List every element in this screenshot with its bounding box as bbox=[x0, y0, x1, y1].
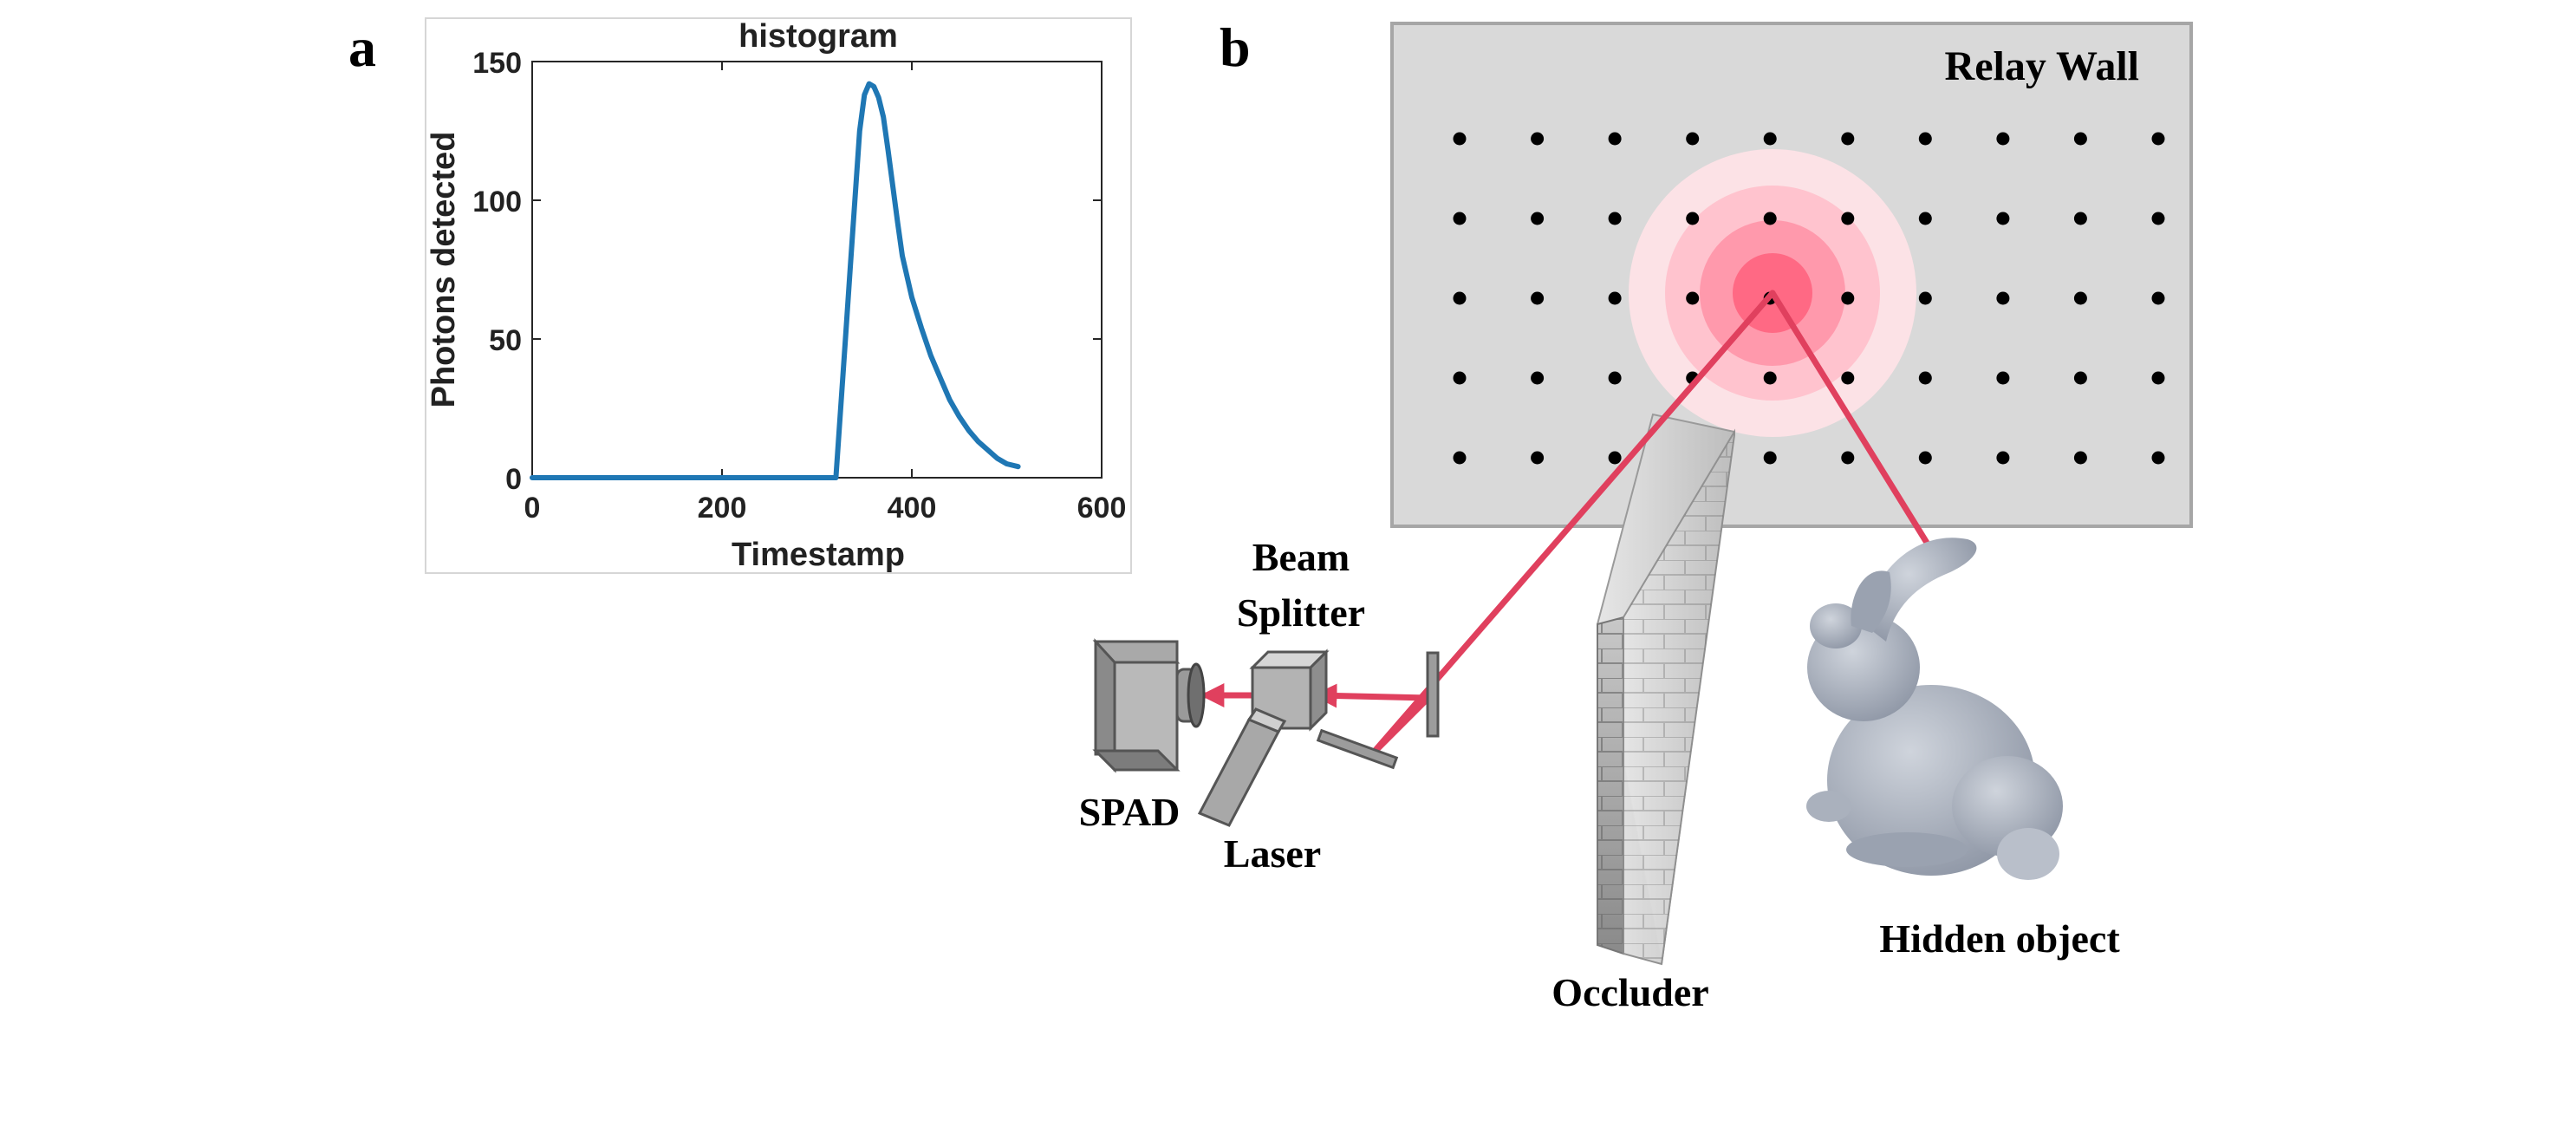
scan-point bbox=[1608, 132, 1622, 146]
panel-b: b Relay Wall bbox=[1079, 16, 2193, 1014]
scan-point bbox=[1608, 371, 1622, 385]
scan-point bbox=[2151, 132, 2165, 146]
x-axis-label: Timestamp bbox=[732, 537, 905, 573]
scan-point bbox=[1531, 132, 1545, 146]
mirror-upper bbox=[1426, 651, 1440, 738]
scan-point bbox=[1686, 291, 1700, 305]
scan-point bbox=[1918, 291, 1932, 305]
y-tick-label: 50 bbox=[489, 324, 522, 357]
spad-label: SPAD bbox=[1079, 790, 1181, 834]
scan-point bbox=[1918, 371, 1932, 385]
hidden-object-label: Hidden object bbox=[1879, 916, 2120, 961]
scan-point bbox=[1918, 132, 1932, 146]
scan-point bbox=[1686, 212, 1700, 225]
scan-point bbox=[1453, 451, 1467, 465]
histogram-series-line bbox=[530, 81, 1021, 480]
scan-point bbox=[2151, 451, 2165, 465]
scan-point bbox=[1608, 451, 1622, 465]
panel-a: a histogram 0 50 100 150 0 200 400 600 Timesta… bbox=[348, 16, 1132, 574]
chart-title: histogram bbox=[738, 18, 898, 55]
scan-point bbox=[1996, 212, 2010, 225]
panel-b-label: b bbox=[1220, 16, 1251, 78]
scan-point bbox=[1763, 451, 1777, 465]
x-tick-label: 600 bbox=[1077, 492, 1127, 525]
relay-wall bbox=[1390, 22, 2193, 528]
y-tick-label: 150 bbox=[472, 47, 522, 80]
x-axis-ticks: 0 200 400 600 bbox=[524, 62, 1127, 525]
relay-wall-label: Relay Wall bbox=[1945, 43, 2139, 89]
scan-point bbox=[1531, 451, 1545, 465]
scan-point bbox=[1453, 132, 1467, 146]
scan-point bbox=[1763, 371, 1777, 385]
scan-point bbox=[2151, 371, 2165, 385]
scan-point bbox=[1608, 212, 1622, 225]
occluder-wall bbox=[1596, 413, 1736, 966]
y-tick-label: 0 bbox=[505, 463, 522, 496]
plot-area bbox=[531, 61, 1103, 479]
y-axis-ticks: 0 50 100 150 bbox=[472, 47, 1102, 496]
beam-splitter-label-line1: Beam bbox=[1252, 535, 1350, 579]
scan-point bbox=[1996, 371, 2010, 385]
y-axis-label: Photons detected bbox=[426, 132, 462, 408]
scan-point bbox=[1996, 132, 2010, 146]
scan-point bbox=[2073, 132, 2087, 146]
panel-a-label: a bbox=[348, 16, 376, 78]
mirror-lower bbox=[1316, 728, 1399, 770]
scan-point bbox=[1763, 132, 1777, 146]
scan-point bbox=[1918, 212, 1932, 225]
scan-point bbox=[2073, 451, 2087, 465]
x-tick-label: 200 bbox=[698, 492, 747, 525]
beam-splitter-label-line2: Splitter bbox=[1237, 590, 1365, 635]
scan-point bbox=[1453, 212, 1467, 225]
spad-device bbox=[1092, 638, 1206, 773]
scan-point bbox=[2151, 291, 2165, 305]
laser-device bbox=[1197, 707, 1287, 827]
occluder-label: Occluder bbox=[1551, 970, 1708, 1014]
beam-wall-to-object bbox=[1769, 290, 1942, 564]
beam-splitter bbox=[1249, 648, 1330, 732]
y-tick-label: 100 bbox=[472, 186, 522, 218]
beam-mirror-to-mirror bbox=[1367, 694, 1432, 759]
scan-point bbox=[1531, 291, 1545, 305]
scanning-mirrors bbox=[1316, 651, 1440, 770]
scan-point bbox=[1996, 291, 2010, 305]
scan-point bbox=[2073, 371, 2087, 385]
scan-point bbox=[1453, 291, 1467, 305]
scan-point bbox=[1531, 212, 1545, 225]
scan-point bbox=[1996, 451, 2010, 465]
scan-point bbox=[2073, 291, 2087, 305]
scan-point bbox=[1531, 371, 1545, 385]
hidden-object-bunny bbox=[1806, 538, 2063, 880]
scan-point bbox=[1841, 212, 1855, 225]
scan-point bbox=[1686, 132, 1700, 146]
x-tick-label: 400 bbox=[888, 492, 937, 525]
scan-point bbox=[1918, 451, 1932, 465]
scan-point bbox=[2151, 212, 2165, 225]
return-beam-arrow bbox=[1312, 683, 1432, 708]
scan-point bbox=[1841, 451, 1855, 465]
scan-point bbox=[1763, 212, 1777, 225]
scan-point bbox=[1608, 291, 1622, 305]
scan-point bbox=[1453, 371, 1467, 385]
scan-point bbox=[1841, 132, 1855, 146]
scan-point bbox=[1841, 371, 1855, 385]
scan-point bbox=[1841, 291, 1855, 305]
laser-label: Laser bbox=[1224, 831, 1321, 876]
scan-point bbox=[2073, 212, 2087, 225]
x-tick-label: 0 bbox=[524, 492, 541, 525]
